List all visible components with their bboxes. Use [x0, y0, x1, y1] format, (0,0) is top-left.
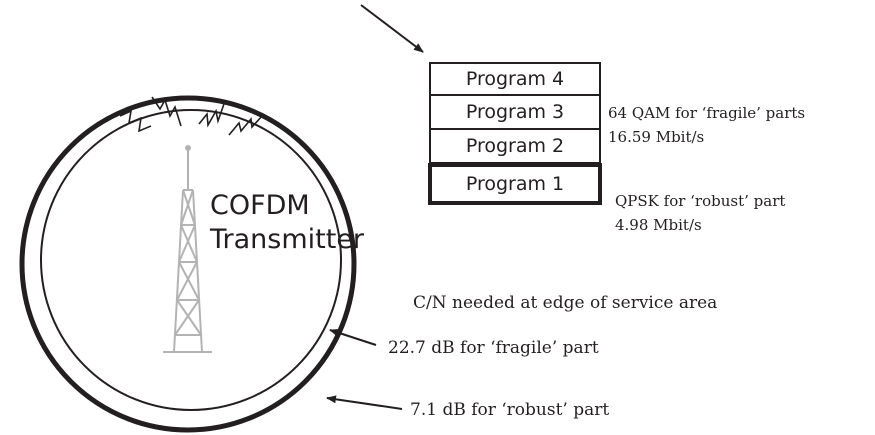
fragile-arrow — [329, 328, 377, 346]
fragile-coverage-circle — [40, 109, 342, 411]
fragile-modulation-label: 64 QAM for ‘fragile’ parts — [608, 104, 806, 122]
program-box-3: Program 3 — [429, 94, 601, 130]
program-box-2: Program 2 — [429, 128, 601, 164]
transmitter-label-line2: Transmitter — [210, 224, 365, 255]
service-area-heading: C/N needed at edge of service area — [413, 293, 718, 313]
program-box-1: Program 1 — [428, 163, 602, 205]
robust-cn-label: 7.1 dB for ‘robust’ part — [410, 400, 610, 420]
fragile-cn-label: 22.7 dB for ‘fragile’ part — [388, 338, 599, 358]
tower-icon — [163, 145, 212, 353]
incoming-arrow — [360, 4, 424, 53]
fragile-bitrate-label: 16.59 Mbit/s — [608, 128, 705, 146]
robust-bitrate-label: 4.98 Mbit/s — [615, 216, 702, 234]
robust-modulation-label: QPSK for ‘robust’ part — [615, 192, 786, 210]
radio-waves-icon — [119, 96, 264, 136]
transmitter-label-line1: COFDM — [210, 190, 310, 221]
robust-arrow — [326, 395, 403, 410]
program-box-4: Program 4 — [429, 62, 601, 96]
robust-coverage-circle — [19, 95, 357, 433]
